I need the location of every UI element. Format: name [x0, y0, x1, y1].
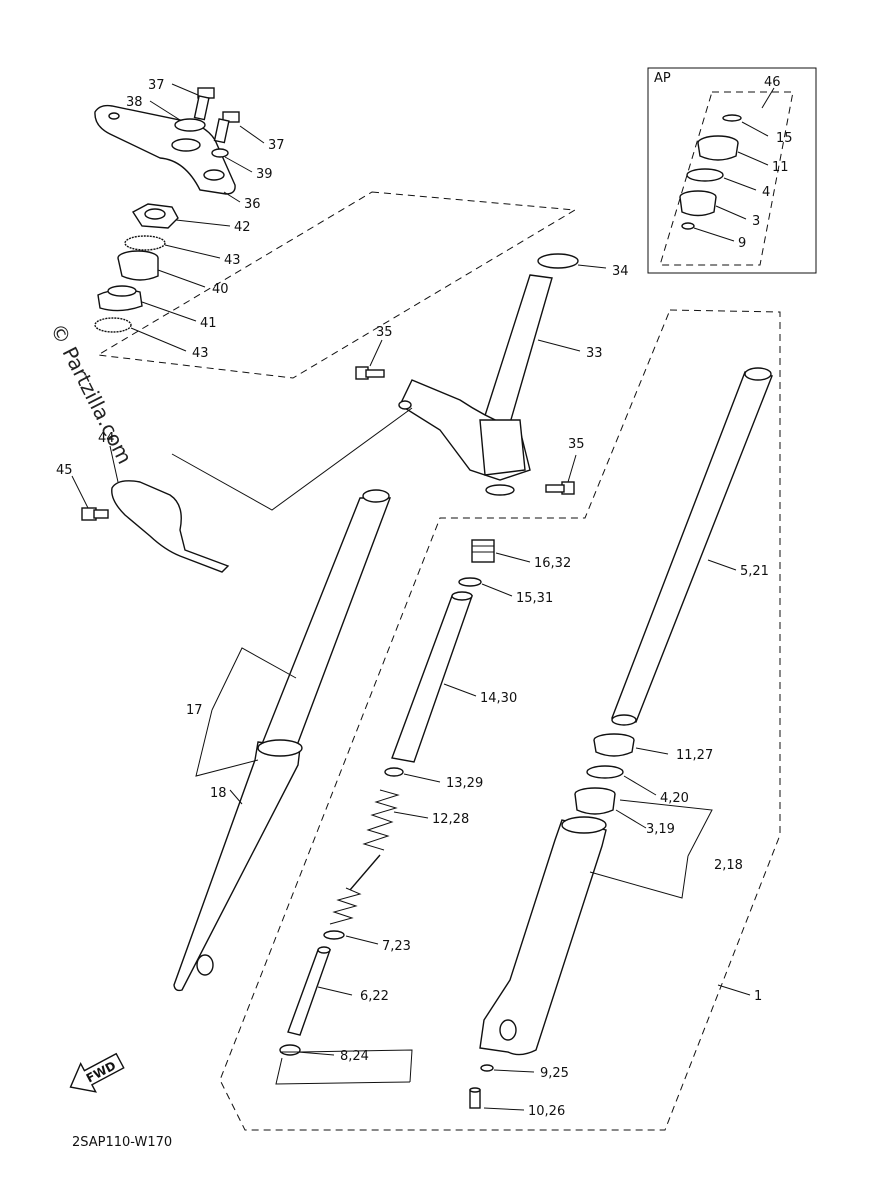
outer-tube-2-18 [479, 816, 607, 1056]
callout: 2,18 [714, 858, 743, 873]
callout: 5,21 [740, 564, 769, 579]
callout: 35 [376, 325, 393, 340]
cap-bolt-16-32 [471, 539, 495, 563]
inner-tube-5-21 [611, 367, 773, 726]
callout: 3 [752, 214, 760, 229]
callout: 8,24 [340, 1049, 369, 1064]
ring-7-23 [323, 930, 345, 940]
callout: 46 [764, 75, 781, 90]
leader-lines [71, 83, 775, 1111]
clip-4-20 [586, 765, 624, 779]
callout: 43 [224, 253, 241, 268]
callout: 18 [210, 786, 227, 801]
callout-labels: 37 38 37 39 36 42 43 40 41 43 34 35 33 3… [56, 75, 793, 1119]
o-ring-15-31 [458, 577, 482, 587]
washer-38 [174, 118, 206, 132]
callout: 45 [56, 463, 73, 478]
race-40 [117, 250, 159, 281]
fork-assembly-outline [219, 309, 781, 1131]
callout: 1 [754, 989, 762, 1004]
callout: 34 [612, 264, 629, 279]
race-41 [97, 285, 143, 312]
callout: 14,30 [480, 691, 517, 706]
steering-stem-33 [398, 253, 579, 496]
callout: 35 [568, 437, 585, 452]
callout: 37 [148, 78, 165, 93]
callout: 41 [200, 316, 217, 331]
piece-8-24 [279, 1044, 301, 1056]
nut-42 [132, 203, 179, 229]
spacer-14-30 [391, 591, 473, 763]
callout: 33 [586, 346, 603, 361]
callout: 12,28 [432, 812, 469, 827]
washer-13-29 [384, 767, 404, 777]
bushing-3-19 [574, 787, 616, 815]
callout: 39 [256, 167, 273, 182]
callout: 6,22 [360, 989, 389, 1004]
callout: 40 [212, 282, 229, 297]
callout: 42 [234, 220, 251, 235]
seal-11-27 [593, 733, 635, 757]
o-ring-15 [722, 114, 742, 122]
callout: 37 [268, 138, 285, 153]
washer-9 [681, 222, 695, 230]
callout: 11,27 [676, 748, 713, 763]
bolt-45 [81, 507, 109, 521]
fork-left [173, 489, 392, 992]
seal-kit-outline [659, 91, 794, 266]
spring-12-28 [329, 789, 400, 925]
bolt-10-26 [469, 1087, 481, 1109]
watermark: © Partzilla.com [46, 319, 137, 467]
callout: 38 [126, 95, 143, 110]
callout: 17 [186, 703, 203, 718]
bushing-3 [679, 190, 717, 217]
callout: 4 [762, 185, 770, 200]
seal-11 [697, 135, 739, 161]
callout: 36 [244, 197, 261, 212]
callout: 11 [772, 160, 789, 175]
callout: 9 [738, 236, 746, 251]
ring-34 [537, 253, 579, 269]
bolt-35-lower [545, 481, 575, 495]
bolt-35-upper [355, 366, 385, 380]
ap-label: AP [654, 71, 671, 86]
callout: 15 [776, 131, 793, 146]
clip-4 [686, 168, 724, 182]
callout: 13,29 [446, 776, 483, 791]
callout: 4,20 [660, 791, 689, 806]
bracket-44 [111, 480, 230, 573]
callout: 3,19 [646, 822, 675, 837]
ball-race-43-lower [94, 317, 132, 333]
bolt-37-left [193, 87, 215, 121]
steering-kit-outline [96, 191, 577, 379]
ball-race-43-upper [124, 235, 166, 251]
ap-box [647, 67, 817, 274]
callout: 16,32 [534, 556, 571, 571]
washer-9-25 [480, 1064, 494, 1072]
washer-39 [211, 148, 229, 158]
bolt-37-right [213, 111, 240, 144]
damper-rod-6-22 [287, 946, 331, 1036]
callout: 15,31 [516, 591, 553, 606]
callout: 10,26 [528, 1104, 565, 1119]
callout: 7,23 [382, 939, 411, 954]
callout: 44 [98, 431, 115, 446]
diagram-code: 2SAP110-W170 [72, 1135, 172, 1150]
callout: 9,25 [540, 1066, 569, 1081]
fwd-arrow-icon: FWD [69, 1052, 125, 1093]
callout: 43 [192, 346, 209, 361]
